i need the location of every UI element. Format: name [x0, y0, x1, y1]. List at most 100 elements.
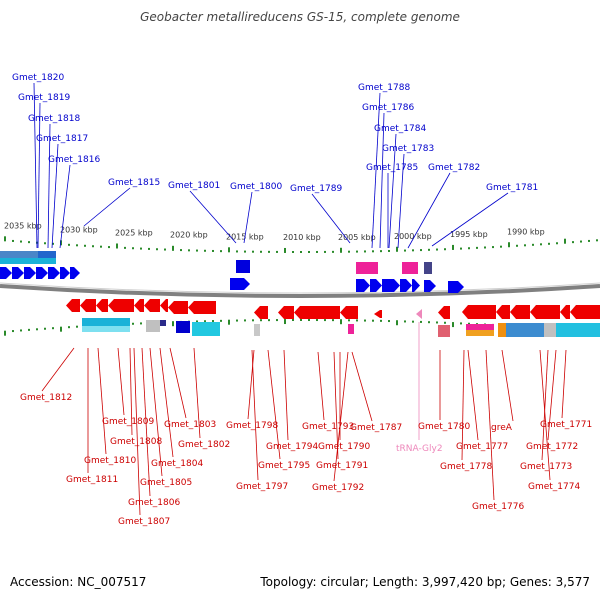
tick-dot-bottom — [460, 322, 462, 325]
label-leader-lines — [33, 82, 567, 516]
tick-dot-bottom — [396, 320, 398, 326]
reverse-gene — [278, 306, 294, 319]
gene-label: Gmet_1803 — [164, 420, 216, 430]
cds-block — [160, 320, 166, 326]
tick-dot-top — [436, 248, 438, 251]
leader-line — [561, 349, 567, 419]
leader-line — [47, 123, 51, 249]
gene-label: Gmet_1810 — [84, 456, 136, 466]
tick-dot-bottom — [220, 319, 222, 322]
gene-label: Gmet_1795 — [258, 461, 310, 471]
scale-label: 2020 kbp — [170, 231, 208, 240]
tick-dot-bottom — [20, 329, 22, 332]
leader-line — [129, 347, 133, 436]
gene-label: Gmet_1802 — [178, 440, 230, 450]
tick-dot-bottom — [348, 319, 350, 322]
leader-line — [311, 193, 351, 244]
trna-gene — [416, 309, 422, 319]
reverse-gene — [462, 305, 496, 319]
tick-dot-top — [492, 246, 494, 249]
tick-dot-bottom — [388, 320, 390, 323]
backbone-highlight — [0, 282, 600, 294]
leader-line — [539, 349, 551, 481]
leader-line — [461, 349, 465, 461]
tick-dot-bottom — [316, 319, 318, 322]
cds-block — [146, 320, 160, 332]
tick-dot-top — [220, 250, 222, 253]
leader-line — [41, 347, 75, 392]
tick-dot-top — [540, 243, 542, 246]
tick-dot-top — [564, 238, 566, 244]
accession-text: Accession: NC_007517 — [10, 575, 147, 589]
gene-label: Gmet_1780 — [418, 422, 470, 432]
tick-dot-top — [556, 242, 558, 245]
forward-gene — [412, 279, 420, 292]
gene-label: Gmet_1806 — [128, 498, 180, 508]
gene-label: Gmet_1789 — [290, 184, 342, 194]
leader-line — [83, 187, 131, 227]
tick-dot-bottom — [444, 321, 446, 324]
tick-dot-bottom — [252, 319, 254, 322]
tick-dot-top — [308, 250, 310, 253]
forward-gene — [400, 279, 412, 292]
reverse-gene — [496, 305, 510, 319]
tick-dot-top — [108, 246, 110, 249]
backbone-arc — [0, 284, 600, 298]
forward-gene — [70, 267, 80, 279]
gene-labels: Gmet_1820Gmet_1819Gmet_1818Gmet_1817Gmet… — [12, 73, 592, 527]
tick-dot-bottom — [452, 322, 454, 328]
tick-dot-top — [132, 247, 134, 250]
gene-label: Gmet_1794 — [266, 442, 318, 452]
scale-label: 2035 kbp — [4, 221, 42, 230]
forward-gene — [0, 267, 12, 279]
gene-label: Gmet_1811 — [66, 475, 118, 485]
cds-block — [424, 262, 432, 274]
forward-gene — [24, 267, 36, 279]
gene-label: Gmet_1786 — [362, 103, 414, 113]
forward-gene — [382, 279, 400, 292]
tick-dot-bottom — [420, 320, 422, 323]
tick-dot-bottom — [52, 327, 54, 330]
cds-block — [176, 321, 190, 333]
forward-gene — [60, 267, 70, 279]
tick-dot-bottom — [196, 320, 198, 323]
tick-dot-top — [100, 245, 102, 248]
gene-label: Gmet_1807 — [118, 517, 170, 527]
cds-block — [0, 251, 38, 261]
tick-dot-bottom — [68, 326, 70, 329]
tick-dot-top — [148, 247, 150, 250]
leader-line — [133, 347, 141, 516]
tick-dot-top — [196, 249, 198, 252]
scale-label: 2005 kbp — [338, 233, 376, 242]
tick-dot-top — [300, 251, 302, 253]
reverse-gene — [374, 310, 382, 318]
gene-label: Gmet_1787 — [350, 423, 402, 433]
leader-line — [169, 347, 187, 419]
reverse-gene — [168, 301, 188, 314]
gene-label: Gmet_1797 — [236, 482, 288, 492]
gene-label: Gmet_1788 — [358, 83, 410, 93]
tick-dot-bottom — [300, 319, 302, 321]
reverse-gene — [438, 306, 450, 319]
gene-label: Gmet_1792 — [312, 483, 364, 493]
leader-line — [351, 351, 373, 422]
leader-line — [485, 349, 495, 501]
gene-label: Gmet_1801 — [168, 181, 220, 191]
topology-text: Topology: circular; Length: 3,997,420 bp… — [260, 575, 590, 589]
tick-dot-bottom — [276, 319, 278, 322]
tick-dot-top — [252, 250, 254, 253]
tick-dot-top — [244, 250, 246, 253]
tick-dot-top — [28, 241, 30, 244]
tick-dot-bottom — [404, 320, 406, 323]
tick-dot-bottom — [284, 319, 286, 325]
gene-label: Gmet_1820 — [12, 73, 64, 83]
tick-dot-top — [20, 240, 22, 243]
gene-label: Gmet_1773 — [520, 462, 572, 472]
tick-dot-top — [572, 241, 574, 244]
gene-label: Gmet_1798 — [226, 421, 278, 431]
tick-dot-top — [420, 249, 422, 252]
leader-line — [333, 351, 339, 460]
reverse-gene — [160, 299, 168, 312]
tick-dot-top — [372, 250, 374, 253]
